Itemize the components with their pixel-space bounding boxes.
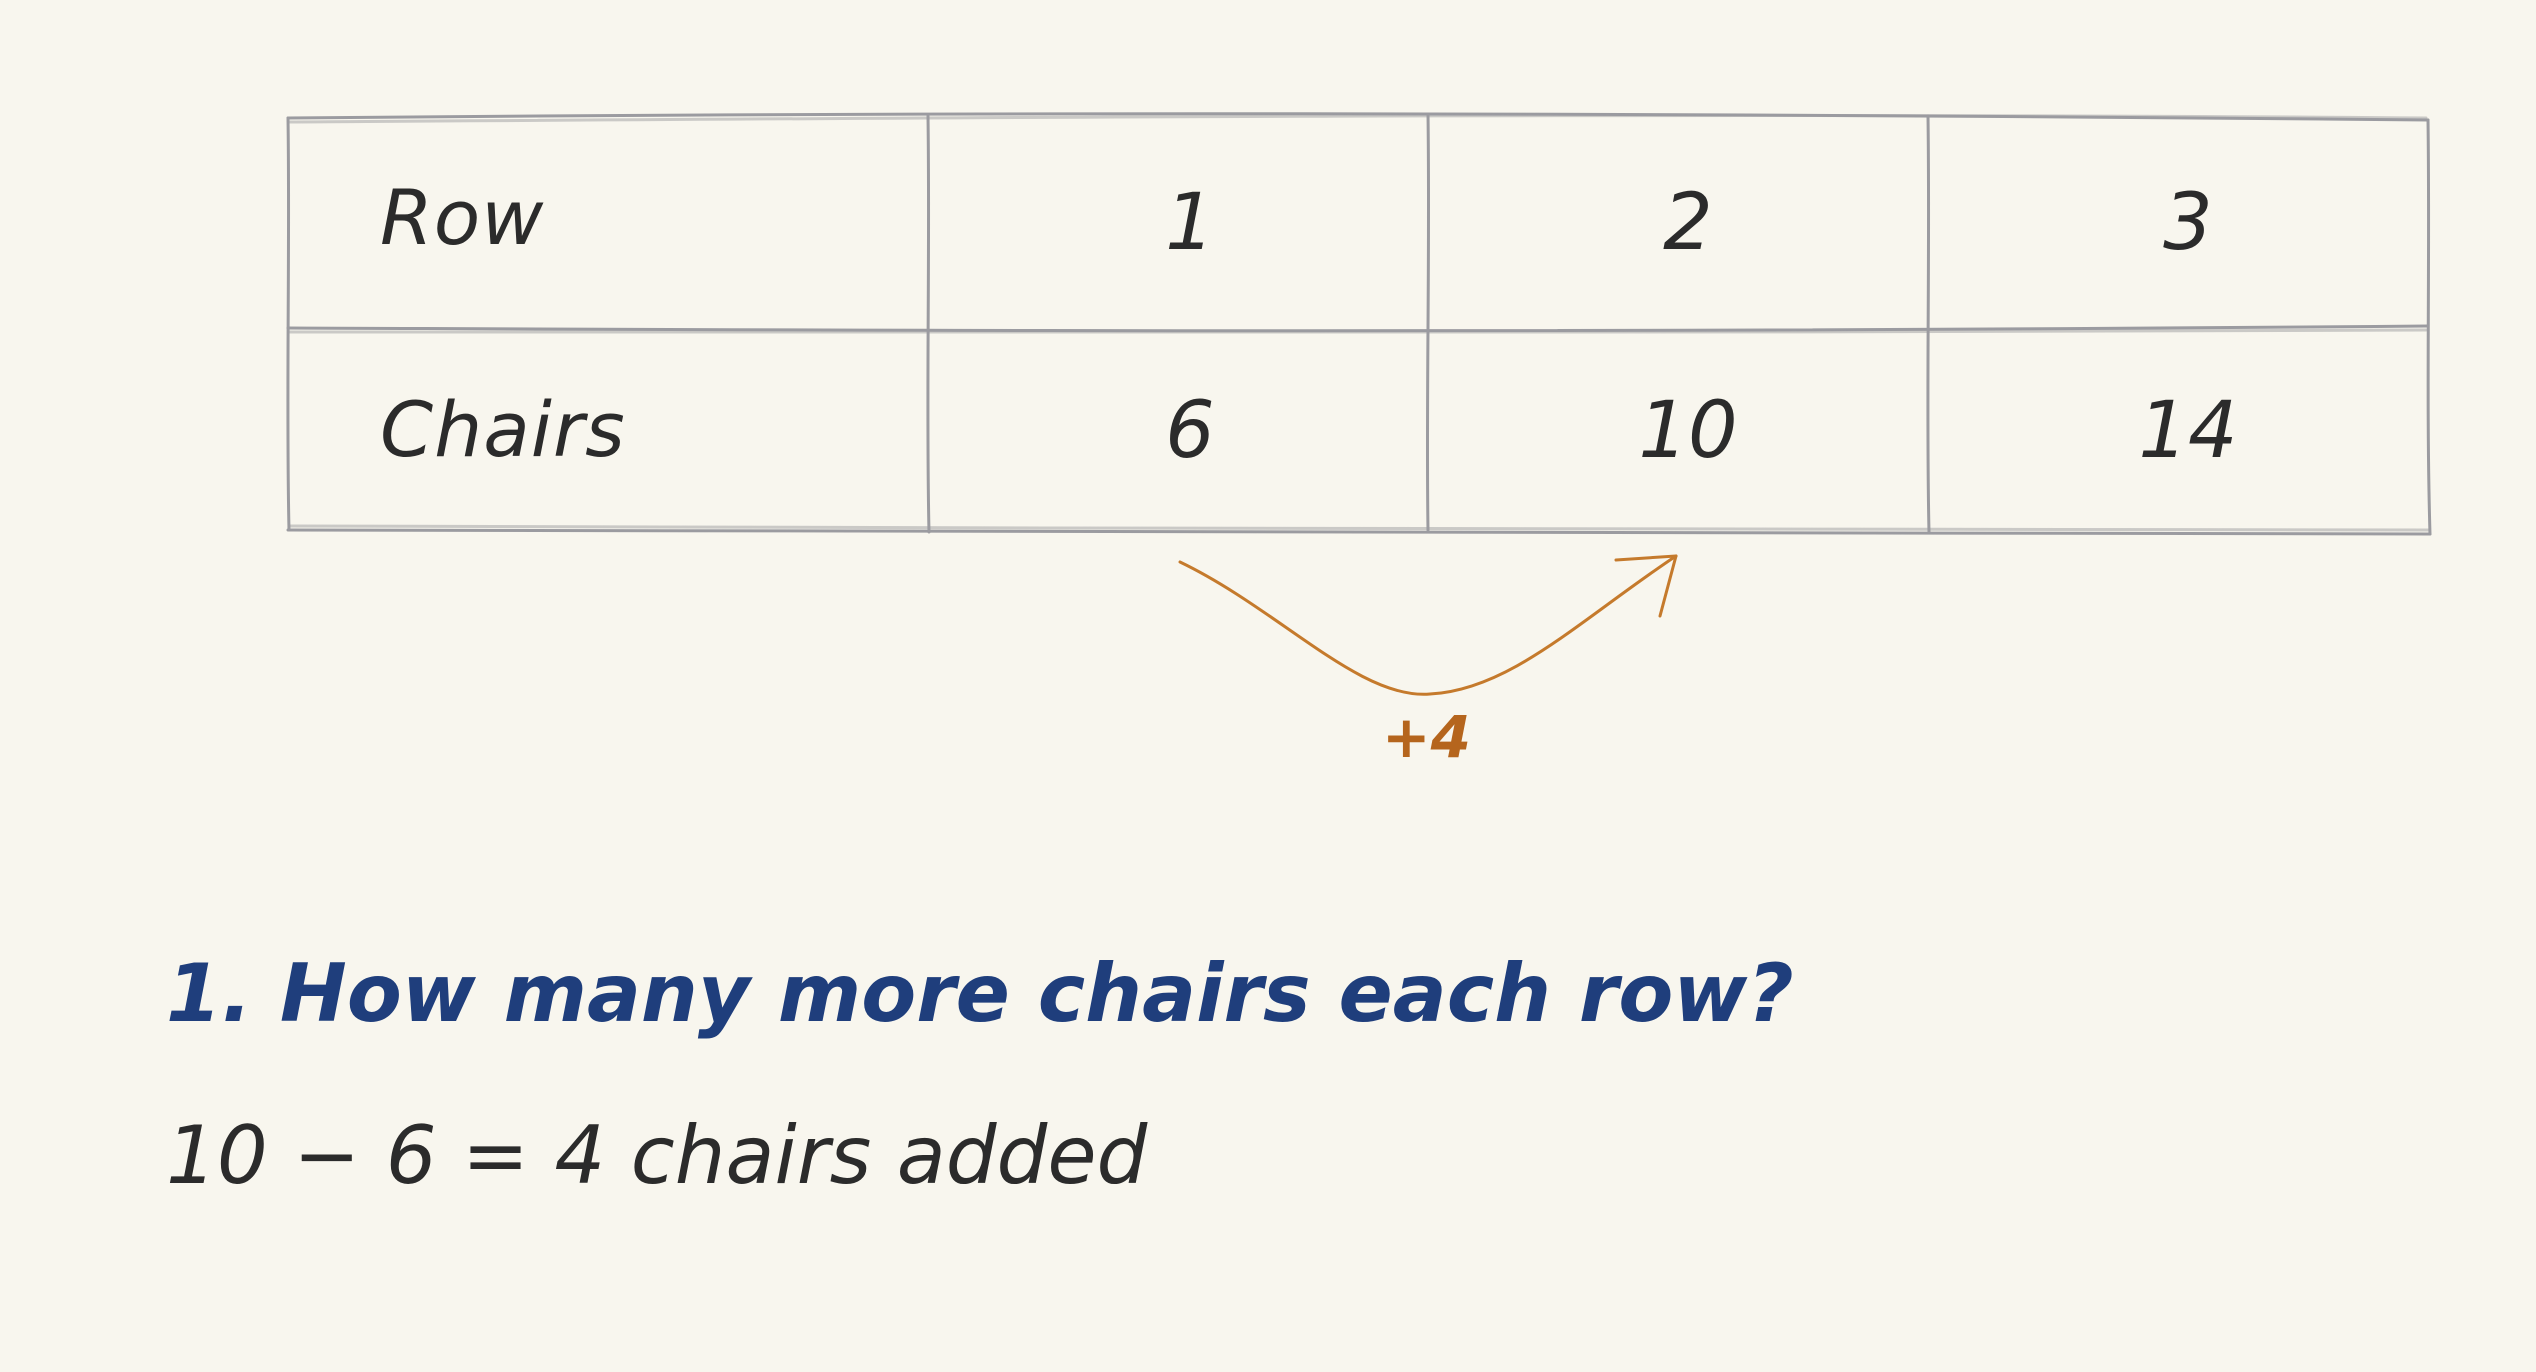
header-row-label: Row [380,173,545,262]
row-number-1: 1 [1165,178,1215,268]
difference-annotation: +4 [1382,703,1471,771]
increase-arrow-icon [1178,554,1678,696]
answer-text: 10 − 6 = 4 chairs added [166,1109,1148,1202]
row-number-3: 3 [2163,178,2213,268]
chairs-value-row-1: 6 [1165,386,1215,476]
row-number-2: 2 [1663,178,1713,268]
chairs-row-label: Chairs [380,385,626,474]
chairs-value-row-3: 14 [2138,386,2238,476]
question-text: 1. How many more chairs each row? [166,947,1794,1040]
chairs-value-row-2: 10 [1638,386,1738,476]
